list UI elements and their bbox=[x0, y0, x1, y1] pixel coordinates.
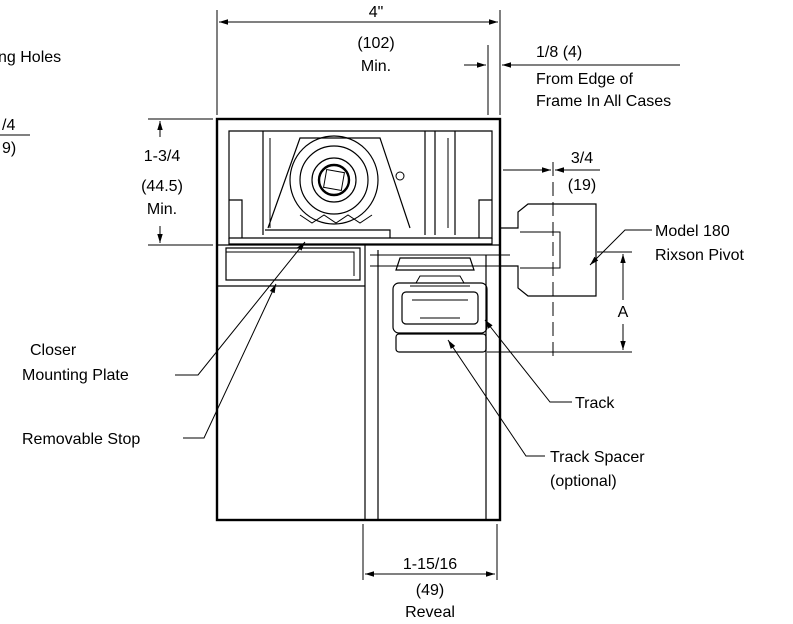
leader-track bbox=[484, 319, 572, 403]
leader-pivot bbox=[589, 229, 652, 266]
leader-closer-plate bbox=[175, 241, 306, 376]
width-value: 4" bbox=[369, 4, 384, 21]
spacer-label-line2: (optional) bbox=[550, 473, 617, 490]
removable-stop-label: Removable Stop bbox=[22, 431, 140, 448]
pivot-label-line1: Model 180 bbox=[655, 223, 730, 240]
edge-line2: Frame In All Cases bbox=[536, 93, 671, 110]
pivot-label-line2: Rixson Pivot bbox=[655, 247, 744, 264]
reveal-word: Reveal bbox=[405, 604, 455, 621]
partial-dimension-top: /4 bbox=[2, 117, 15, 134]
height-value: 1-3/4 bbox=[144, 148, 181, 165]
leader-removable-stop bbox=[183, 283, 277, 439]
reveal-mm: (49) bbox=[416, 582, 444, 599]
width-mm: (102) bbox=[357, 35, 394, 52]
pivot-arm bbox=[370, 203, 597, 297]
track-label: Track bbox=[575, 395, 615, 412]
closer-pinion bbox=[267, 135, 411, 229]
edge-value: 1/8 (4) bbox=[536, 44, 582, 61]
offset-value: 3/4 bbox=[571, 150, 593, 167]
height-min: Min. bbox=[147, 201, 177, 218]
edge-line1: From Edge of bbox=[536, 71, 633, 88]
dimension-width bbox=[216, 10, 501, 115]
height-mm: (44.5) bbox=[141, 178, 183, 195]
leader-track-spacer bbox=[447, 339, 545, 457]
mounting-holes-partial: ng Holes bbox=[0, 49, 61, 66]
closer-label-line2: Mounting Plate bbox=[22, 367, 129, 384]
closer-label-line1: Closer bbox=[30, 342, 77, 359]
closer-housing bbox=[228, 130, 493, 239]
removable-stop-profile bbox=[225, 247, 361, 281]
frame-outline bbox=[215, 117, 502, 522]
spacer-label-line1: Track Spacer bbox=[550, 449, 645, 466]
reveal-value: 1-15/16 bbox=[403, 556, 457, 573]
closer-mounting-plate bbox=[228, 229, 493, 245]
dimension-reveal bbox=[362, 524, 498, 580]
partial-dimension-bottom: 9) bbox=[2, 140, 16, 157]
width-min: Min. bbox=[361, 58, 391, 75]
dimension-edge bbox=[464, 45, 680, 115]
dimension-height bbox=[148, 118, 213, 246]
offset-mm: (19) bbox=[568, 177, 596, 194]
track-spacer bbox=[395, 333, 487, 353]
track-body bbox=[392, 275, 488, 334]
dim-a-label: A bbox=[618, 304, 629, 321]
